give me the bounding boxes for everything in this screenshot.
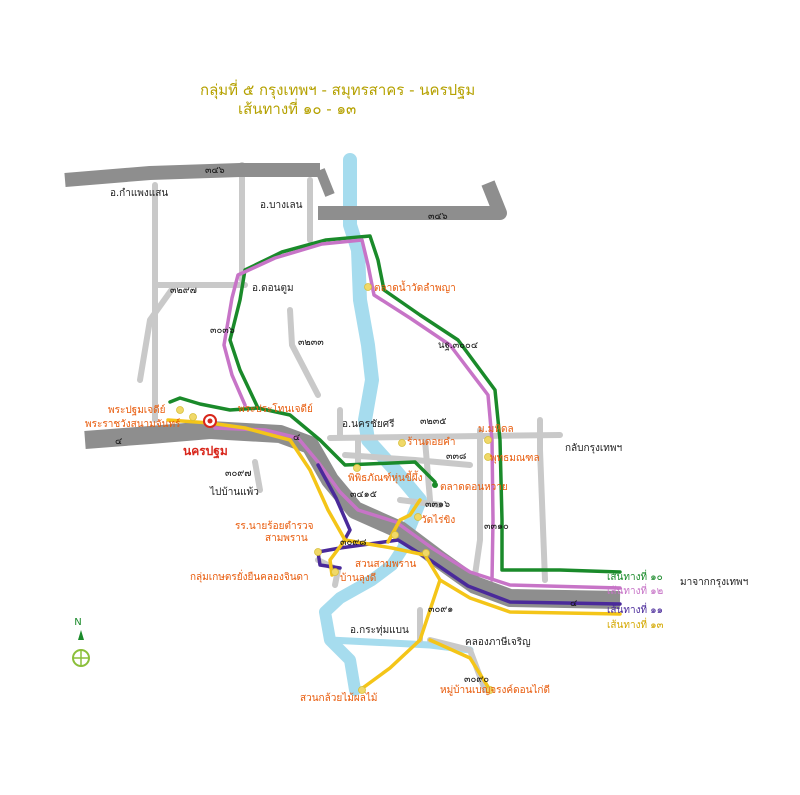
poi-labels: ตลาดน้ำวัดลำพญา พระปฐมเจดีย์ พระราชวังสน…: [85, 280, 550, 704]
poi-label: ร้านดอยคำ: [407, 436, 456, 448]
poi-label: กลุ่มเกษตรยั่งยืนคลองจินดา: [190, 569, 309, 583]
place-label: ไปบ้านแพ้ว: [209, 486, 259, 498]
poi-label: ตลาดดอนหวาย: [440, 482, 508, 493]
city-center-marker: [203, 414, 217, 428]
poi-label: สวนกล้วยไม้ผลไม้: [300, 692, 377, 704]
road-number: ๓๔๖: [205, 165, 225, 176]
legend-route-13: เส้นทางที่ ๑๓: [607, 617, 664, 631]
place-labels: อ.กำแพงแสน อ.บางเลน อ.ดอนตูม อ.นครชัยศรี…: [110, 188, 748, 648]
legend-route-12: เส้นทางที่ ๑๒: [607, 583, 663, 597]
road-number: ๓๐๓๖: [210, 325, 235, 336]
poi-label: รร.นายร้อยตำรวจ: [235, 520, 314, 532]
poi-label: สวนสามพราน: [355, 559, 416, 570]
compass-north-label: N: [74, 617, 81, 628]
road-number: ๓๐๙๐: [464, 674, 489, 685]
city-label: นครปฐม: [183, 444, 228, 459]
poi-label: พระปฐมเจดีย์: [108, 404, 165, 416]
road-number: ๓๓๑๐: [484, 521, 509, 532]
route-endpoint-dots: [432, 482, 438, 488]
road-number: ๔: [115, 436, 122, 447]
place-label: อ.บางเลน: [260, 200, 303, 211]
road-number: ๓๔๖: [428, 211, 448, 222]
road-number: ๓๔๑๕: [350, 489, 377, 500]
road-number: ๓๐๙๘: [340, 537, 367, 548]
place-label: อ.กำแพงแสน: [110, 188, 168, 199]
map-title-line2: เส้นทางที่ ๑๐ - ๑๓: [238, 98, 356, 118]
road-number: ๓๒๓๕: [420, 416, 446, 427]
road-number: ๓๒๙๗: [170, 285, 197, 296]
map-title-line1: กลุ่มที่ ๕ กรุงเทพฯ - สมุทรสาคร - นครปฐม: [200, 79, 475, 100]
place-label: อ.ดอนตูม: [252, 283, 294, 294]
road-number: ๔: [293, 432, 300, 443]
road-number: ๓๐๙๑: [428, 604, 453, 615]
place-label: คลองภาษีเจริญ: [465, 636, 531, 648]
route-10: [168, 234, 622, 574]
road-number: ๓๐๙๗: [225, 468, 251, 479]
compass: N: [72, 617, 90, 667]
poi-label: พระประโทนเจดีย์: [238, 402, 313, 415]
poi-label: ม.มหิดล: [478, 424, 514, 435]
road-number: ๔: [570, 598, 577, 609]
road-number: ๓๓๑๖: [425, 499, 450, 510]
route-12: [213, 238, 622, 590]
road-number-labels: ๓๔๖ ๓๔๖ ๓๒๙๗ ๓๐๓๖ ๓๒๓๓ นฐ.๓๐๐๔ ๓๒๓๕ ๓๓๘ …: [115, 165, 577, 685]
poi-label: พิพิธภัณฑ์หุ่นขี้ผึ้ง: [348, 470, 423, 484]
route-13: [166, 418, 622, 692]
poi-label: บ้านลุงดี: [340, 572, 376, 584]
poi-label: สามพราน: [265, 533, 308, 544]
poi-markers: [176, 283, 494, 694]
poi-label: วัดไร่ขิง: [421, 514, 455, 526]
route-legend: เส้นทางที่ ๑๐ เส้นทางที่ ๑๒ เส้นทางที่ ๑…: [607, 569, 664, 631]
road-number: นฐ.๓๐๐๔: [438, 340, 478, 351]
poi-label: พระราชวังสนามจันทร์: [85, 418, 181, 430]
poi-label: หมู่บ้านเบญจรงค์ดอนไก่ดี: [440, 684, 550, 696]
legend-route-11: เส้นทางที่ ๑๑: [607, 602, 663, 616]
road-number: ๓๒๓๓: [298, 337, 324, 348]
place-label: มาจากกรุงเทพฯ: [680, 577, 748, 588]
place-label: อ.กระทุ่มแบน: [350, 625, 409, 636]
road-number: ๓๓๘: [446, 451, 466, 462]
place-label: กลับกรุงเทพฯ: [565, 443, 622, 454]
place-label: อ.นครชัยศรี: [342, 418, 395, 430]
legend-route-10: เส้นทางที่ ๑๐: [607, 569, 663, 583]
poi-label: พุทธมณฑล: [490, 453, 540, 464]
poi-label: ตลาดน้ำวัดลำพญา: [374, 280, 456, 294]
north-arrow-icon: [78, 630, 84, 640]
